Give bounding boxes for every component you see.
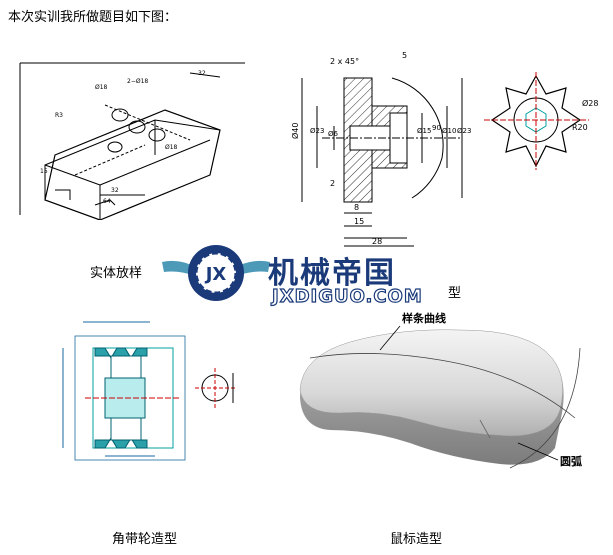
watermark-brand: 机械帝国: [268, 256, 396, 291]
dim-label: Ø23: [457, 127, 471, 135]
dim-label: 2−Ø18: [127, 78, 148, 85]
dim-label: Ø18: [95, 84, 108, 91]
watermark-emblem-text: JX: [204, 264, 227, 285]
star-drawing: Ø28 R20: [484, 72, 598, 170]
caption-model-partial: 型: [448, 286, 462, 301]
block-drawing: Ø18 2−Ø18 32 Ø18 64 32 15 R3: [19, 62, 245, 220]
dim-label: 15: [354, 217, 364, 226]
pulley-drawing: [62, 321, 235, 461]
dim-label: 2 x 45°: [330, 57, 359, 66]
dim-label: Ø23: [310, 127, 324, 135]
dim-label: Ø10: [442, 127, 456, 135]
dim-label: 5: [402, 51, 407, 60]
dim-label: 90: [432, 124, 441, 132]
section-drawing: 2 x 45° 5 Ø40 Ø23 Ø6 Ø15 Ø10 Ø23 90 2 8 …: [292, 51, 471, 247]
label-spline: 样条曲线: [402, 312, 446, 325]
dim-label: 15: [40, 168, 48, 175]
label-arc: 圆弧: [560, 455, 582, 468]
watermark-emblem: JX: [162, 245, 270, 301]
caption-solid-sample: 实体放样: [90, 266, 143, 281]
caption-pulley: 角带轮造型: [112, 532, 178, 547]
dim-label: 32: [111, 187, 119, 194]
dim-label: R20: [572, 123, 588, 132]
dim-label: 2: [330, 179, 335, 188]
watermark-site: JXDIGUO.COM: [271, 285, 423, 307]
dim-label: R3: [55, 112, 63, 119]
dim-label: Ø28: [582, 98, 598, 108]
dim-label: Ø18: [165, 144, 178, 151]
caption-mouse: 鼠标造型: [390, 532, 443, 547]
dim-label: 28: [372, 237, 382, 246]
dim-label: 8: [354, 203, 359, 212]
dim-label: 64: [103, 198, 111, 205]
mouse-model: [299, 325, 581, 469]
intro-text: 本次实训我所做题目如下图：: [8, 10, 178, 25]
dim-label: Ø6: [328, 130, 339, 138]
dim-label: Ø15: [417, 127, 431, 135]
dim-label: 32: [198, 70, 206, 77]
dim-label: Ø40: [292, 123, 300, 139]
